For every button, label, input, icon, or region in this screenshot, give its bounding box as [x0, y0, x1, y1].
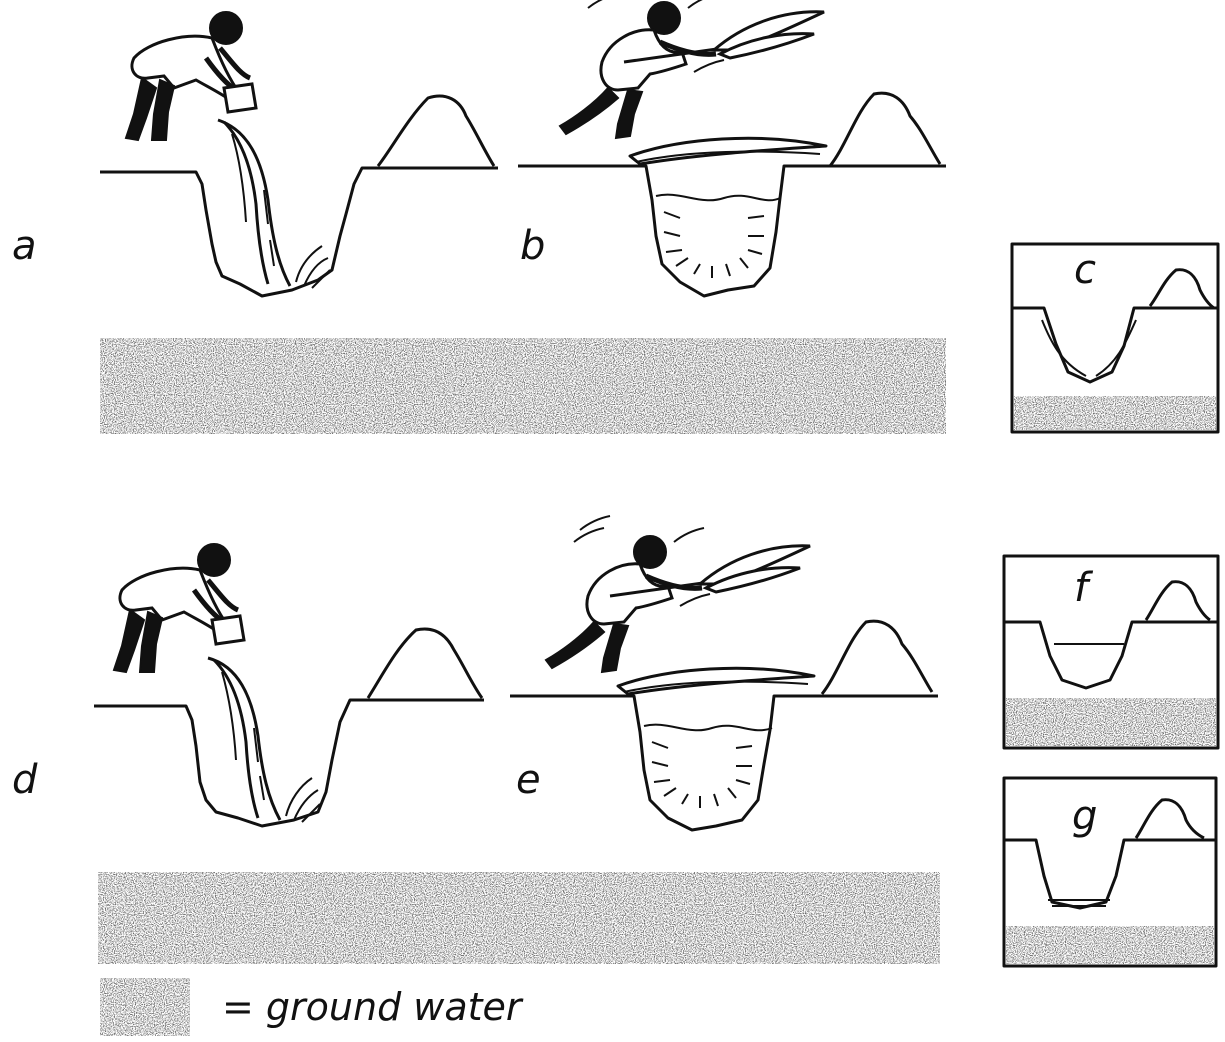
- person-sweeping-icon: [560, 0, 824, 138]
- panel-label-g: g: [1072, 796, 1097, 836]
- panel-label-a: a: [12, 226, 37, 266]
- legend-swatch: [100, 978, 190, 1036]
- panel-label-f: f: [1074, 568, 1088, 608]
- panel-label-e: e: [516, 760, 541, 800]
- groundwater-band-bottom: [98, 872, 940, 964]
- panel-label-d: d: [12, 760, 37, 800]
- panel-label-b: b: [520, 226, 545, 266]
- panel-c-groundwater: [1014, 396, 1216, 430]
- legend-label: = ground water: [222, 988, 522, 1026]
- person-sweeping-icon-2: [546, 516, 810, 672]
- panel-f-groundwater: [1006, 698, 1216, 746]
- groundwater-band-top: [100, 338, 946, 434]
- person-pouring-icon: [126, 12, 256, 140]
- person-pouring-icon-2: [114, 544, 244, 672]
- panel-g-groundwater: [1006, 926, 1214, 964]
- panel-label-c: c: [1074, 250, 1096, 290]
